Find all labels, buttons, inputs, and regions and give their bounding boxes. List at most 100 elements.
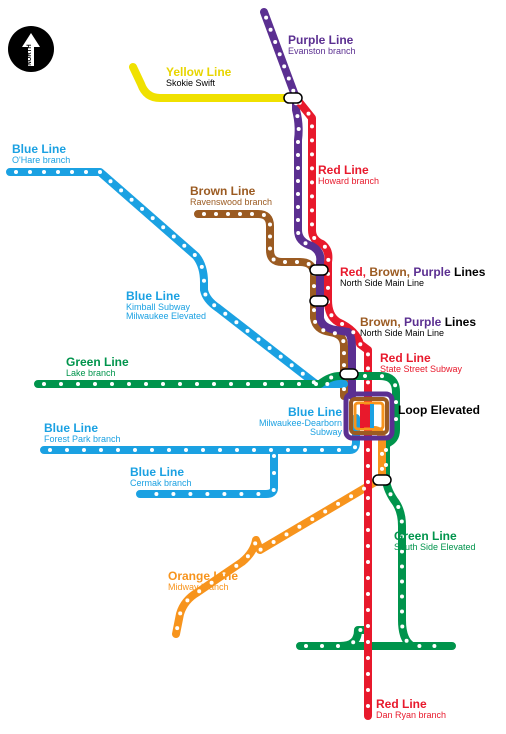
blue-line-ohare-station-dot [202,278,206,283]
red-line-dan-ryan-station-dot [366,624,370,628]
blue-line-forest-park-station-dot [337,448,341,452]
blue-line-ohare-station-dot [119,188,124,193]
label-sub: Howard branch [318,175,380,186]
blue-line-forest-park-station-dot [353,445,357,450]
green-line-lake-station-dot [363,374,367,378]
red-line-dan-ryan-station-dot [366,560,370,564]
orange-line-midway-station-dot [323,509,328,514]
green-line-south-station-dot [400,609,404,614]
blue-line-forest-park-station-dot [252,448,256,452]
purple-line-evanston-station-dot [282,64,287,69]
transfer-stations [283,92,392,486]
brown-line-ravenswood-station-dot [332,331,337,336]
orange-line-midway-station-dot [197,589,202,594]
blue-line-ohare-station-dot [56,170,60,174]
blue-line-forest-park-station-dot [65,448,69,452]
orange-line-midway-station-dot [297,524,302,529]
label-lines: Lines [454,265,486,279]
red-line-howard-station-dot [351,330,356,335]
label-red-state: Red Line State Street Subway [380,352,462,374]
label-title: Blue Line [12,142,67,156]
label-title: Blue Line [130,465,185,479]
label-blue-forest-park: Blue Line Forest Park branch [44,422,121,444]
green-line-lake-station-dot [178,382,182,386]
label-purple: Purple [413,265,455,279]
blue-line-ohare-station-dot [278,354,283,359]
brown-line-ravenswood-station-dot [313,319,318,324]
brown-line-ravenswood-station-dot [342,363,346,368]
green-line-lake-station-dot [297,382,301,386]
purple-line-evanston-station-dot [295,114,300,119]
purple-line-evanston-station-dot [273,40,278,44]
label-title: Red Line [380,351,431,365]
green-line-south-station-dot [400,564,404,569]
green-line-south-station-dot [400,624,405,629]
brown-line-ravenswood-station-dot [268,222,272,227]
blue-line-ohare-station-dot [289,363,294,368]
red-line-dan-ryan-station-dot [366,656,370,660]
green-line-lake-station-dot [59,382,63,386]
label-sub2: Subway [309,427,342,438]
green-line-south-station-dot [396,505,401,509]
red-line-dan-ryan-station-dot [366,704,370,708]
brown-line-ravenswood-station-dot [295,260,299,264]
green-line-lake-station-dot [246,382,250,386]
blue-line-ohare-station-dot [223,311,228,316]
green-line-south-branch-station-dot [304,644,308,648]
label-title: Blue Line [44,421,99,435]
brown-line-ravenswood-station-dot [306,262,311,266]
orange-line-midway-station-dot [362,486,366,491]
blue-line-forest-park-station-dot [48,448,52,452]
green-line-lake-station-dot [110,382,114,386]
purple-line-evanston-station-dot [277,52,282,57]
green-line-lake-station-dot [394,417,398,422]
blue-line-cermak-station-dot [272,454,276,458]
blue-line-cermak-station-dot [256,492,261,496]
blue-line-forest-park-station-dot [82,448,86,452]
green-line-south-branch-station-dot [320,644,324,648]
label-brown: Brown, [360,315,404,329]
label-title: Blue Line [287,405,342,419]
purple-line-evanston-station-dot [291,88,296,93]
blue-line-forest-park-station-dot [116,448,120,452]
brown-line-ravenswood-station-dot [202,212,206,216]
blue-line-cermak-station-dot [154,492,159,496]
north-arrow-icon: NORTH [8,26,54,72]
green-line-south-station-dot [404,638,409,643]
red-line-howard-station-dot [306,111,311,116]
green-line-south-station-dot [384,448,388,452]
orange-line-midway-station-dot [185,598,190,603]
brown-line-ravenswood-station-dot [238,212,242,216]
brown-line-ravenswood-station-dot [271,257,276,262]
blue-line-ohare-station-dot [234,320,239,325]
blue-line-ohare-station-dot [108,179,113,184]
green-line-lake-station-dot [42,382,46,386]
green-line-lake-station-dot [380,374,384,379]
orange-line-midway-station-dot [253,541,258,546]
purple-line-evanston-station-dot [268,27,273,32]
purple-line-main-route [308,242,356,400]
blue-line-forest-park-station-dot [286,448,290,452]
blue-line-ohare-route [6,168,348,388]
label-title: Yellow Line [166,65,232,79]
purple-line-evanston-station-dot [296,192,300,196]
label-sub: Kimball Subway [126,301,191,312]
orange-line-midway-station-dot [284,532,289,537]
red-line-howard-station-dot [358,342,363,347]
brown-line-ravenswood-station-dot [283,260,287,264]
orange-line-midway-station-dot [175,626,180,631]
purple-line-evanston-station-dot [296,231,301,235]
label-title: Green Line [394,529,457,543]
red-line-dan-ryan-station-dot [366,592,370,596]
label-sub: Forest Park branch [44,433,121,444]
red-line-howard-station-dot [326,285,330,290]
purple-line-evanston-station-dot [303,241,308,246]
label-title: Blue Line [126,289,181,303]
red-line-dan-ryan-station-dot [366,576,370,580]
label-brown-purple: Brown, Purple Lines North Side Main Line [360,316,476,338]
red-line-dan-ryan-station-dot [366,640,370,644]
label-sub: North Side Main Line [360,327,445,338]
green-line-lake-station-dot [263,382,267,386]
green-line-south-station-dot [400,549,404,554]
